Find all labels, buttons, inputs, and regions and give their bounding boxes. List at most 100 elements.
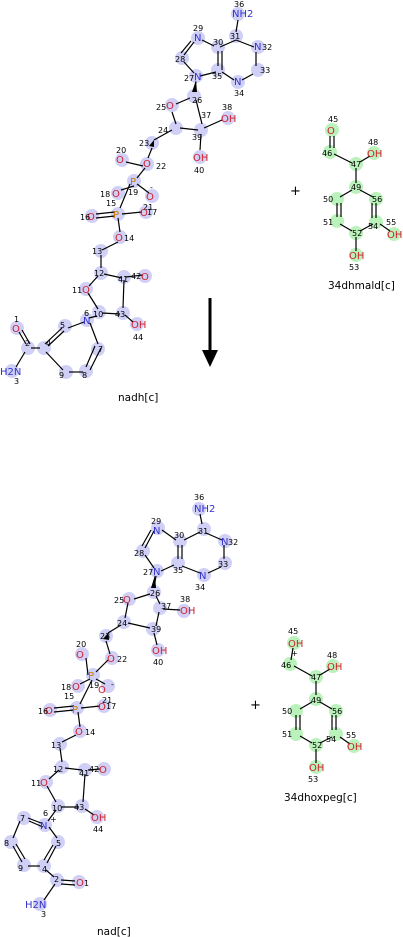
svg-text:32: 32 (228, 538, 238, 547)
svg-text:9: 9 (18, 864, 23, 873)
svg-text:H2N: H2N (0, 367, 21, 378)
34dhmald-highlights (323, 123, 401, 262)
svg-text:55: 55 (346, 731, 356, 740)
svg-text:P: P (113, 210, 119, 221)
svg-text:38: 38 (180, 595, 190, 604)
svg-text:O: O (116, 155, 124, 166)
svg-text:N: N (153, 526, 160, 537)
svg-text:36: 36 (234, 0, 244, 9)
svg-text:3: 3 (41, 910, 46, 919)
nad-atoms: 36 NH2 31 N 32 33 N 34 35 30 N 29 28 N 2… (4, 493, 238, 919)
svg-text:2: 2 (25, 339, 30, 348)
svg-text:6: 6 (43, 809, 48, 818)
svg-text:33: 33 (260, 66, 270, 75)
svg-text:O: O (82, 285, 90, 296)
svg-text:8: 8 (4, 839, 9, 848)
34dhoxpeg-highlights (283, 636, 361, 774)
svg-text:40: 40 (153, 658, 163, 667)
svg-text:NH2: NH2 (232, 9, 253, 20)
svg-text:2: 2 (54, 875, 59, 884)
svg-text:24: 24 (158, 126, 168, 135)
svg-text:39: 39 (192, 133, 202, 142)
svg-text:29: 29 (151, 517, 161, 526)
svg-text:O: O (40, 778, 48, 789)
svg-text:37: 37 (161, 602, 171, 611)
svg-text:23: 23 (100, 632, 110, 641)
svg-text:44: 44 (93, 825, 103, 834)
svg-text:14: 14 (124, 234, 134, 243)
34dhoxpeg-bonds (290, 647, 351, 763)
svg-text:28: 28 (175, 55, 185, 64)
svg-text:O: O (166, 101, 174, 112)
svg-text:O: O (87, 212, 95, 223)
svg-text:O: O (141, 272, 149, 283)
svg-text:4: 4 (46, 339, 51, 348)
34dhoxpeg-atoms: 45 OH + 46 47 48 OH 49 50 56 51 52 54 55… (281, 627, 362, 784)
svg-text:12: 12 (94, 269, 104, 278)
svg-text:N: N (83, 316, 90, 327)
svg-text:53: 53 (308, 775, 318, 784)
svg-text:12: 12 (53, 765, 63, 774)
svg-text:38: 38 (222, 103, 232, 112)
svg-text:33: 33 (218, 560, 228, 569)
svg-text:O: O (98, 702, 106, 713)
svg-text:56: 56 (372, 195, 382, 204)
svg-text:OH: OH (349, 251, 364, 262)
svg-text:H2N: H2N (25, 900, 46, 911)
svg-text:20: 20 (76, 640, 86, 649)
svg-text:16: 16 (80, 213, 90, 222)
svg-text:13: 13 (51, 741, 61, 750)
svg-text:O: O (75, 727, 83, 738)
svg-text:O: O (76, 878, 84, 889)
svg-text:47: 47 (351, 160, 361, 169)
svg-text:O: O (140, 208, 148, 219)
svg-text:10: 10 (52, 804, 62, 813)
nadh-bonds (15, 19, 257, 373)
svg-text:22: 22 (156, 162, 166, 171)
svg-text:N: N (199, 571, 206, 582)
plus-sign-top: + (290, 184, 301, 199)
svg-text:37: 37 (201, 111, 211, 120)
svg-text:O: O (12, 324, 20, 335)
svg-text:7: 7 (98, 345, 103, 354)
svg-text:16: 16 (38, 707, 48, 716)
svg-text:O: O (76, 650, 84, 661)
svg-text:34: 34 (234, 89, 244, 98)
svg-text:39: 39 (151, 625, 161, 634)
svg-text:35: 35 (173, 566, 183, 575)
svg-text:26: 26 (150, 589, 160, 598)
svg-text:N: N (194, 72, 201, 83)
svg-text:4: 4 (42, 865, 47, 874)
svg-text:51: 51 (282, 730, 292, 739)
svg-text:24: 24 (117, 619, 127, 628)
svg-text:45: 45 (288, 627, 298, 636)
svg-text:28: 28 (134, 549, 144, 558)
svg-text:15: 15 (106, 199, 116, 208)
svg-text:P: P (88, 671, 94, 682)
svg-text:OH: OH (180, 606, 195, 617)
34dhmald-bonds (329, 136, 391, 251)
svg-text:20: 20 (116, 146, 126, 155)
svg-text:14: 14 (85, 728, 95, 737)
svg-text:25: 25 (156, 103, 166, 112)
svg-text:11: 11 (31, 779, 41, 788)
nadh-atoms: 36 NH2 31 N 32 33 N 34 35 30 N 29 28 N 2… (0, 0, 272, 386)
svg-text:49: 49 (311, 696, 321, 705)
svg-text:31: 31 (230, 32, 240, 41)
svg-text:8: 8 (82, 371, 87, 380)
svg-text:49: 49 (351, 183, 361, 192)
nad-highlights (4, 502, 232, 911)
svg-text:O: O (143, 159, 151, 170)
svg-text:19: 19 (89, 681, 99, 690)
svg-text:O: O (98, 685, 106, 696)
svg-text:P: P (72, 705, 78, 716)
svg-text:42: 42 (89, 765, 99, 774)
svg-text:6: 6 (84, 309, 89, 318)
svg-text:23: 23 (139, 139, 149, 148)
svg-text:21: 21 (143, 203, 153, 212)
svg-text:P: P (130, 177, 136, 188)
svg-text:7: 7 (20, 814, 25, 823)
svg-text:O: O (112, 189, 120, 200)
svg-text:10: 10 (93, 310, 103, 319)
svg-text:25: 25 (114, 596, 124, 605)
